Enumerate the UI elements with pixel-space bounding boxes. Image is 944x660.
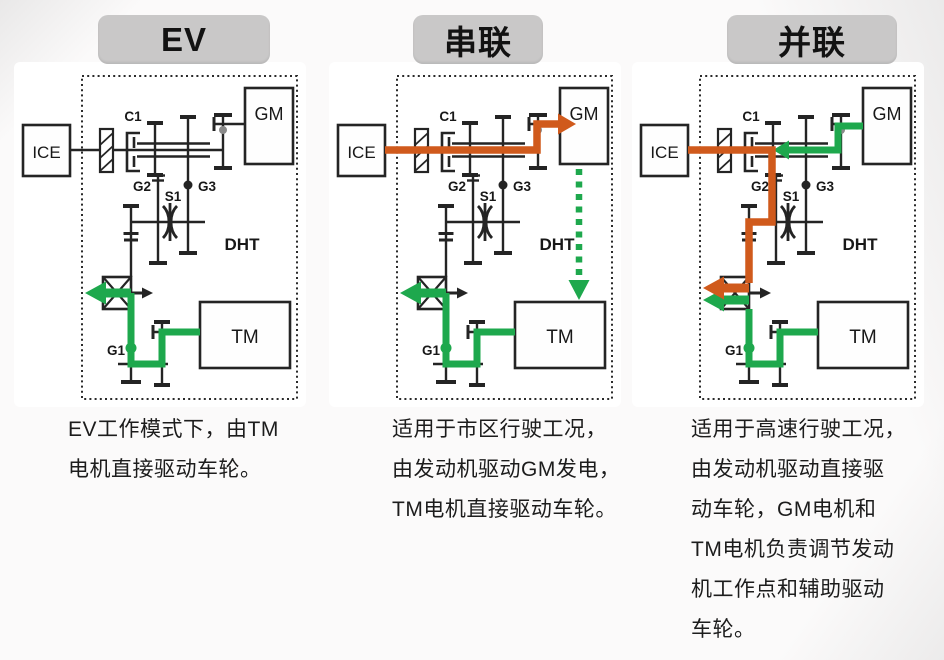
- wheel-output-arrow: [400, 281, 446, 305]
- label-c1: C1: [124, 109, 142, 124]
- label-tm-box: TM: [546, 327, 573, 348]
- g1-gear-dot: [743, 342, 755, 354]
- label-s1: S1: [165, 189, 182, 204]
- label-g3: G3: [816, 179, 835, 194]
- gm-box: GM: [243, 86, 295, 166]
- gear-train: G2 G3: [741, 115, 835, 277]
- label-dht: DHT: [843, 235, 879, 254]
- wheel-output-arrow: [85, 281, 131, 305]
- electric-transfer-arrow: [568, 169, 590, 300]
- gm-coupling: [212, 113, 245, 170]
- label-tm-box: TM: [231, 327, 258, 348]
- label-g2: G2: [448, 179, 466, 194]
- hollow-shaft: [452, 142, 525, 158]
- label-c1: C1: [742, 109, 760, 124]
- clutch-c1: C1: [742, 109, 760, 173]
- hollow-shaft: [137, 142, 210, 158]
- dht-boundary: [699, 75, 916, 400]
- tm-box: TM: [198, 300, 292, 370]
- mode-header-series: 串联: [413, 15, 543, 64]
- dht-boundary: [396, 75, 613, 400]
- synchronizer-s1: S1: [464, 174, 497, 265]
- ice-box: ICE: [336, 123, 387, 178]
- g1-gear-dot: [440, 342, 452, 354]
- input-damper: [98, 127, 115, 174]
- label-dht: DHT: [540, 235, 576, 254]
- label-dht: DHT: [225, 235, 261, 254]
- gm-box: GM: [861, 86, 913, 166]
- clutch-c1: C1: [439, 109, 457, 173]
- label-gm-box: GM: [255, 104, 284, 124]
- wheel-output-arrow-engine: [703, 276, 749, 300]
- label-g2: G2: [133, 179, 151, 194]
- dht-boundary: [81, 75, 298, 400]
- engine-direct-drive-flow: [688, 146, 776, 300]
- clutch-c1: C1: [124, 109, 142, 173]
- tm-box: TM: [816, 300, 910, 370]
- mode-description-series: 适用于市区行驶工况， 由发动机驱动GM发电， TM电机直接驱动车轮。: [392, 418, 621, 521]
- label-g1: G1: [422, 343, 441, 358]
- g1-gear-dot: [125, 342, 137, 354]
- ice-box: ICE: [639, 123, 690, 178]
- label-g3: G3: [198, 179, 217, 194]
- ice-box: ICE: [21, 123, 72, 178]
- gear-train: G2 G3: [438, 115, 532, 277]
- label-g1: G1: [725, 343, 744, 358]
- label-ice-box: ICE: [650, 143, 678, 162]
- engine-to-gm-flow: [385, 113, 576, 154]
- mode-description-parallel: 适用于高速行驶工况， 由发动机驱动直接驱 动车轮，GM电机和 TM电机负责调节发…: [691, 418, 906, 641]
- final-drive: G1: [725, 309, 818, 387]
- label-gm-box: GM: [873, 104, 902, 124]
- synchronizer-s1: S1: [149, 174, 182, 265]
- label-s1: S1: [480, 189, 497, 204]
- label-g3: G3: [513, 179, 532, 194]
- tm-drive-flow: [703, 288, 818, 368]
- tm-drive-flow: [85, 281, 200, 368]
- label-gm-box: GM: [570, 104, 599, 124]
- label-g1: G1: [107, 343, 126, 358]
- label-ice-box: ICE: [32, 143, 60, 162]
- label-g2: G2: [751, 179, 769, 194]
- final-drive: G1: [422, 309, 515, 387]
- hollow-shaft: [755, 142, 828, 158]
- tm-box: TM: [513, 300, 607, 370]
- mode-header-parallel: 并联: [727, 15, 897, 64]
- mode-header-ev: EV: [98, 15, 270, 64]
- tm-drive-flow: [400, 281, 515, 368]
- gm-assist-flow: [773, 122, 863, 160]
- direction-arrow: [749, 287, 771, 299]
- label-s1: S1: [783, 189, 800, 204]
- mode-description-ev: EV工作模式下，由TM 电机直接驱动车轮。: [68, 418, 279, 481]
- synchronizer-s1: S1: [767, 174, 800, 265]
- label-c1: C1: [439, 109, 457, 124]
- final-drive: G1: [107, 309, 200, 387]
- label-tm-box: TM: [849, 327, 876, 348]
- label-ice-box: ICE: [347, 143, 375, 162]
